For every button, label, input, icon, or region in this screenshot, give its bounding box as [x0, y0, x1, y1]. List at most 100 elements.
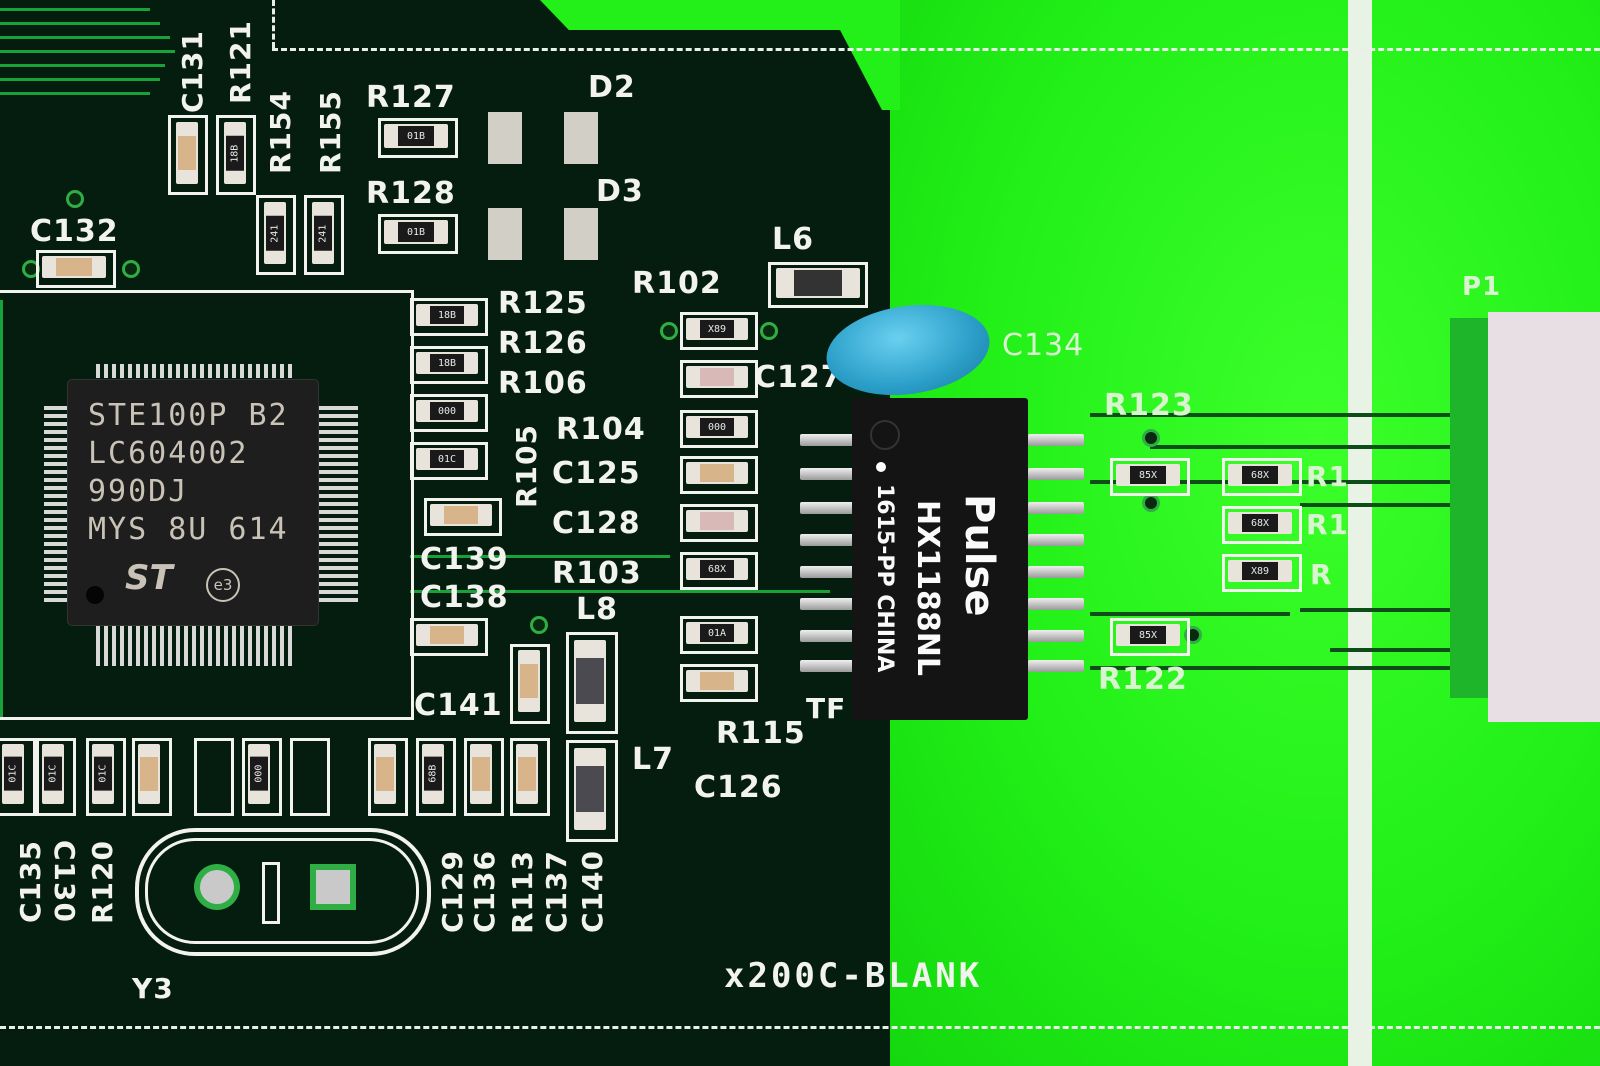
footprint: [132, 738, 172, 816]
footprint: [242, 738, 282, 816]
connector-p1-side: [1450, 318, 1490, 698]
label-c129: C129: [436, 850, 469, 933]
footprint: [768, 262, 868, 308]
footprint: [680, 504, 758, 542]
footprint: [410, 298, 488, 336]
capacitor-c127: [686, 366, 748, 388]
pin1-dot: [86, 586, 104, 604]
diode-d3-pad: [564, 208, 598, 260]
resistor-r122: 85X: [1116, 624, 1180, 646]
label-r103: R103: [552, 556, 642, 591]
ic-marking-line4: MYS 8U 614: [88, 512, 289, 547]
resistor-r104: 000: [686, 416, 748, 438]
ic-marking-line2: LC604002: [88, 436, 249, 471]
capacitor-c135: 01C: [2, 744, 24, 804]
label-l8: L8: [576, 592, 618, 627]
capacitor-c131: [176, 122, 198, 184]
trace: [0, 92, 150, 95]
footprint: [36, 738, 76, 816]
footprint: [680, 410, 758, 448]
transformer-lead: [800, 630, 856, 642]
label-c137: C137: [540, 850, 573, 933]
capacitor-c125: [686, 462, 748, 484]
capacitor-c139: [430, 504, 492, 526]
resistor-r154: 241: [264, 202, 286, 264]
label-r128: R128: [366, 176, 456, 211]
via: [1142, 429, 1160, 447]
label-r105: R105: [510, 424, 543, 509]
transformer-lead: [800, 660, 856, 672]
trace: [1150, 445, 1450, 449]
footprint: [410, 618, 488, 656]
label-c135: C135: [14, 840, 47, 923]
label-c125: C125: [552, 456, 641, 491]
transformer-lead: [800, 502, 856, 514]
footprint: [680, 312, 758, 350]
ic-outline: [0, 290, 414, 720]
label-r102: R102: [632, 266, 722, 301]
footprint: [194, 738, 234, 816]
trace: [1090, 666, 1450, 670]
via: [530, 616, 548, 634]
resistor-r113: [516, 744, 538, 804]
resistor-r128: 01B: [384, 220, 448, 244]
footprint: [680, 552, 758, 590]
trace: [1300, 608, 1450, 612]
trace: [410, 590, 830, 593]
footprint: [510, 644, 550, 724]
footprint: [680, 456, 758, 494]
ic-pins-left: [44, 406, 68, 602]
trace: [1090, 413, 1450, 417]
capacitor: [518, 650, 540, 712]
capacitor-c129: [374, 744, 396, 804]
label-r120: R120: [86, 840, 119, 925]
capacitor-c130: 01C: [42, 744, 64, 804]
resistor-r125: 18B: [416, 304, 478, 326]
footprint: [424, 498, 502, 536]
footprint: [1222, 506, 1302, 544]
label-d2: D2: [588, 70, 636, 105]
resistor-right-1: 68X: [1228, 464, 1292, 486]
resistor-right-3: X89: [1228, 560, 1292, 582]
ste100p-ic: [68, 380, 318, 625]
footprint: [464, 738, 504, 816]
capacitor-c136: [470, 744, 492, 804]
via: [1142, 494, 1160, 512]
transformer-brand: Pulse: [956, 494, 1002, 617]
resistor-r-l8: 01A: [686, 622, 748, 644]
trace: [410, 555, 670, 558]
via: [760, 322, 778, 340]
crystal-pad-square: [316, 870, 350, 904]
trace: [0, 300, 3, 720]
footprint: [86, 738, 126, 816]
inductor-l6: [776, 268, 860, 298]
footprint: [1110, 458, 1190, 496]
footprint: [1222, 554, 1302, 592]
label-d3: D3: [596, 174, 644, 209]
keepout-dashed-line: [272, 48, 1600, 51]
capacitor-c138: [416, 624, 478, 646]
trace: [0, 8, 150, 11]
ic-marking-line3: 990DJ: [88, 474, 189, 509]
footprint: [378, 214, 458, 254]
trace: [0, 50, 175, 53]
bright-green-step: [840, 30, 900, 110]
label-r122: R122: [1098, 662, 1188, 697]
via: [660, 322, 678, 340]
footprint: [1110, 618, 1190, 656]
footprint: [290, 738, 330, 816]
transformer-lead: [800, 598, 856, 610]
st-logo: ST: [125, 558, 173, 598]
label-c130: C130: [48, 840, 81, 923]
label-r115: R115: [716, 716, 806, 751]
resistor-r155: 241: [312, 202, 334, 264]
transformer-lead: [800, 534, 856, 546]
diode-d2-pad: [564, 112, 598, 164]
label-tf: TF: [806, 692, 847, 725]
transformer-lead: [1028, 434, 1084, 446]
keepout-dashed-line: [0, 1026, 1600, 1029]
footprint: [410, 346, 488, 384]
inductor-l8: [574, 640, 606, 722]
transformer-lead: [1028, 598, 1084, 610]
via: [66, 190, 84, 208]
